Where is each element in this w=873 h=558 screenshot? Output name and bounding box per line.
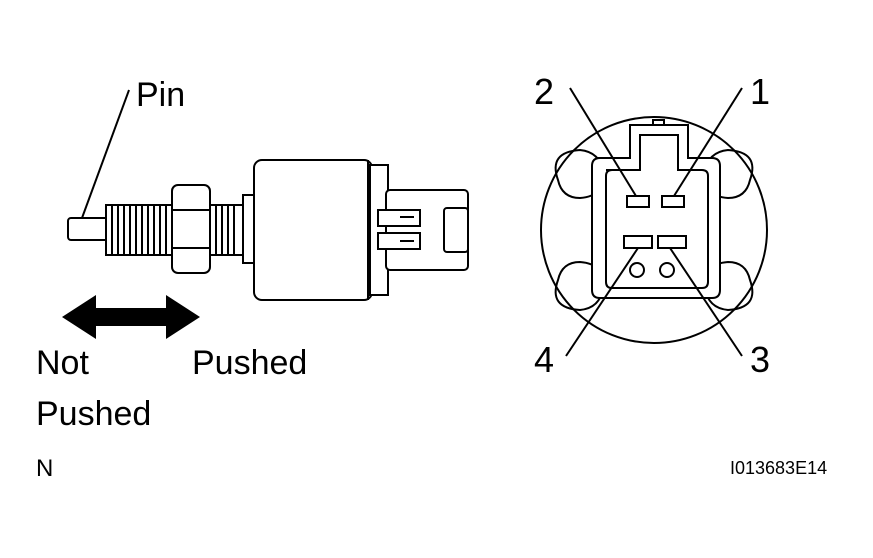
terminal-1	[661, 195, 685, 208]
guide-hole-right	[659, 262, 675, 278]
figure-code: I013683E14	[730, 458, 827, 478]
leader-2	[569, 87, 637, 197]
connector-housing	[377, 189, 469, 271]
switch-side-view: Pin Not Pushed Pushed	[36, 76, 469, 433]
terminal-4-label: 4	[534, 339, 554, 380]
connector-outline	[591, 124, 721, 299]
not-label: Not	[36, 344, 89, 382]
terminal-1-label: 1	[750, 71, 770, 112]
switch-body	[253, 159, 373, 301]
pushed-label: Pushed	[192, 344, 307, 382]
guide-hole-left	[629, 262, 645, 278]
terminal-4	[623, 235, 653, 249]
hex-nut	[171, 184, 211, 274]
double-arrow-icon	[62, 295, 200, 339]
plunger-pin	[67, 217, 109, 241]
leader-3	[669, 247, 743, 357]
terminal-3	[657, 235, 687, 249]
terminal-2-label: 2	[534, 71, 554, 112]
pin-label: Pin	[136, 76, 185, 114]
pin-leader-line	[81, 89, 130, 219]
leader-1	[673, 87, 743, 197]
view-marker: N	[36, 455, 53, 482]
connector-cavity	[605, 134, 709, 289]
not-pushed-label: Pushed	[36, 395, 151, 433]
terminal-3-label: 3	[750, 339, 770, 380]
connector-end-view: 2 1 4 3	[534, 71, 770, 380]
leader-4	[565, 247, 639, 357]
threaded-shaft	[105, 204, 179, 256]
terminal-2	[626, 195, 650, 208]
